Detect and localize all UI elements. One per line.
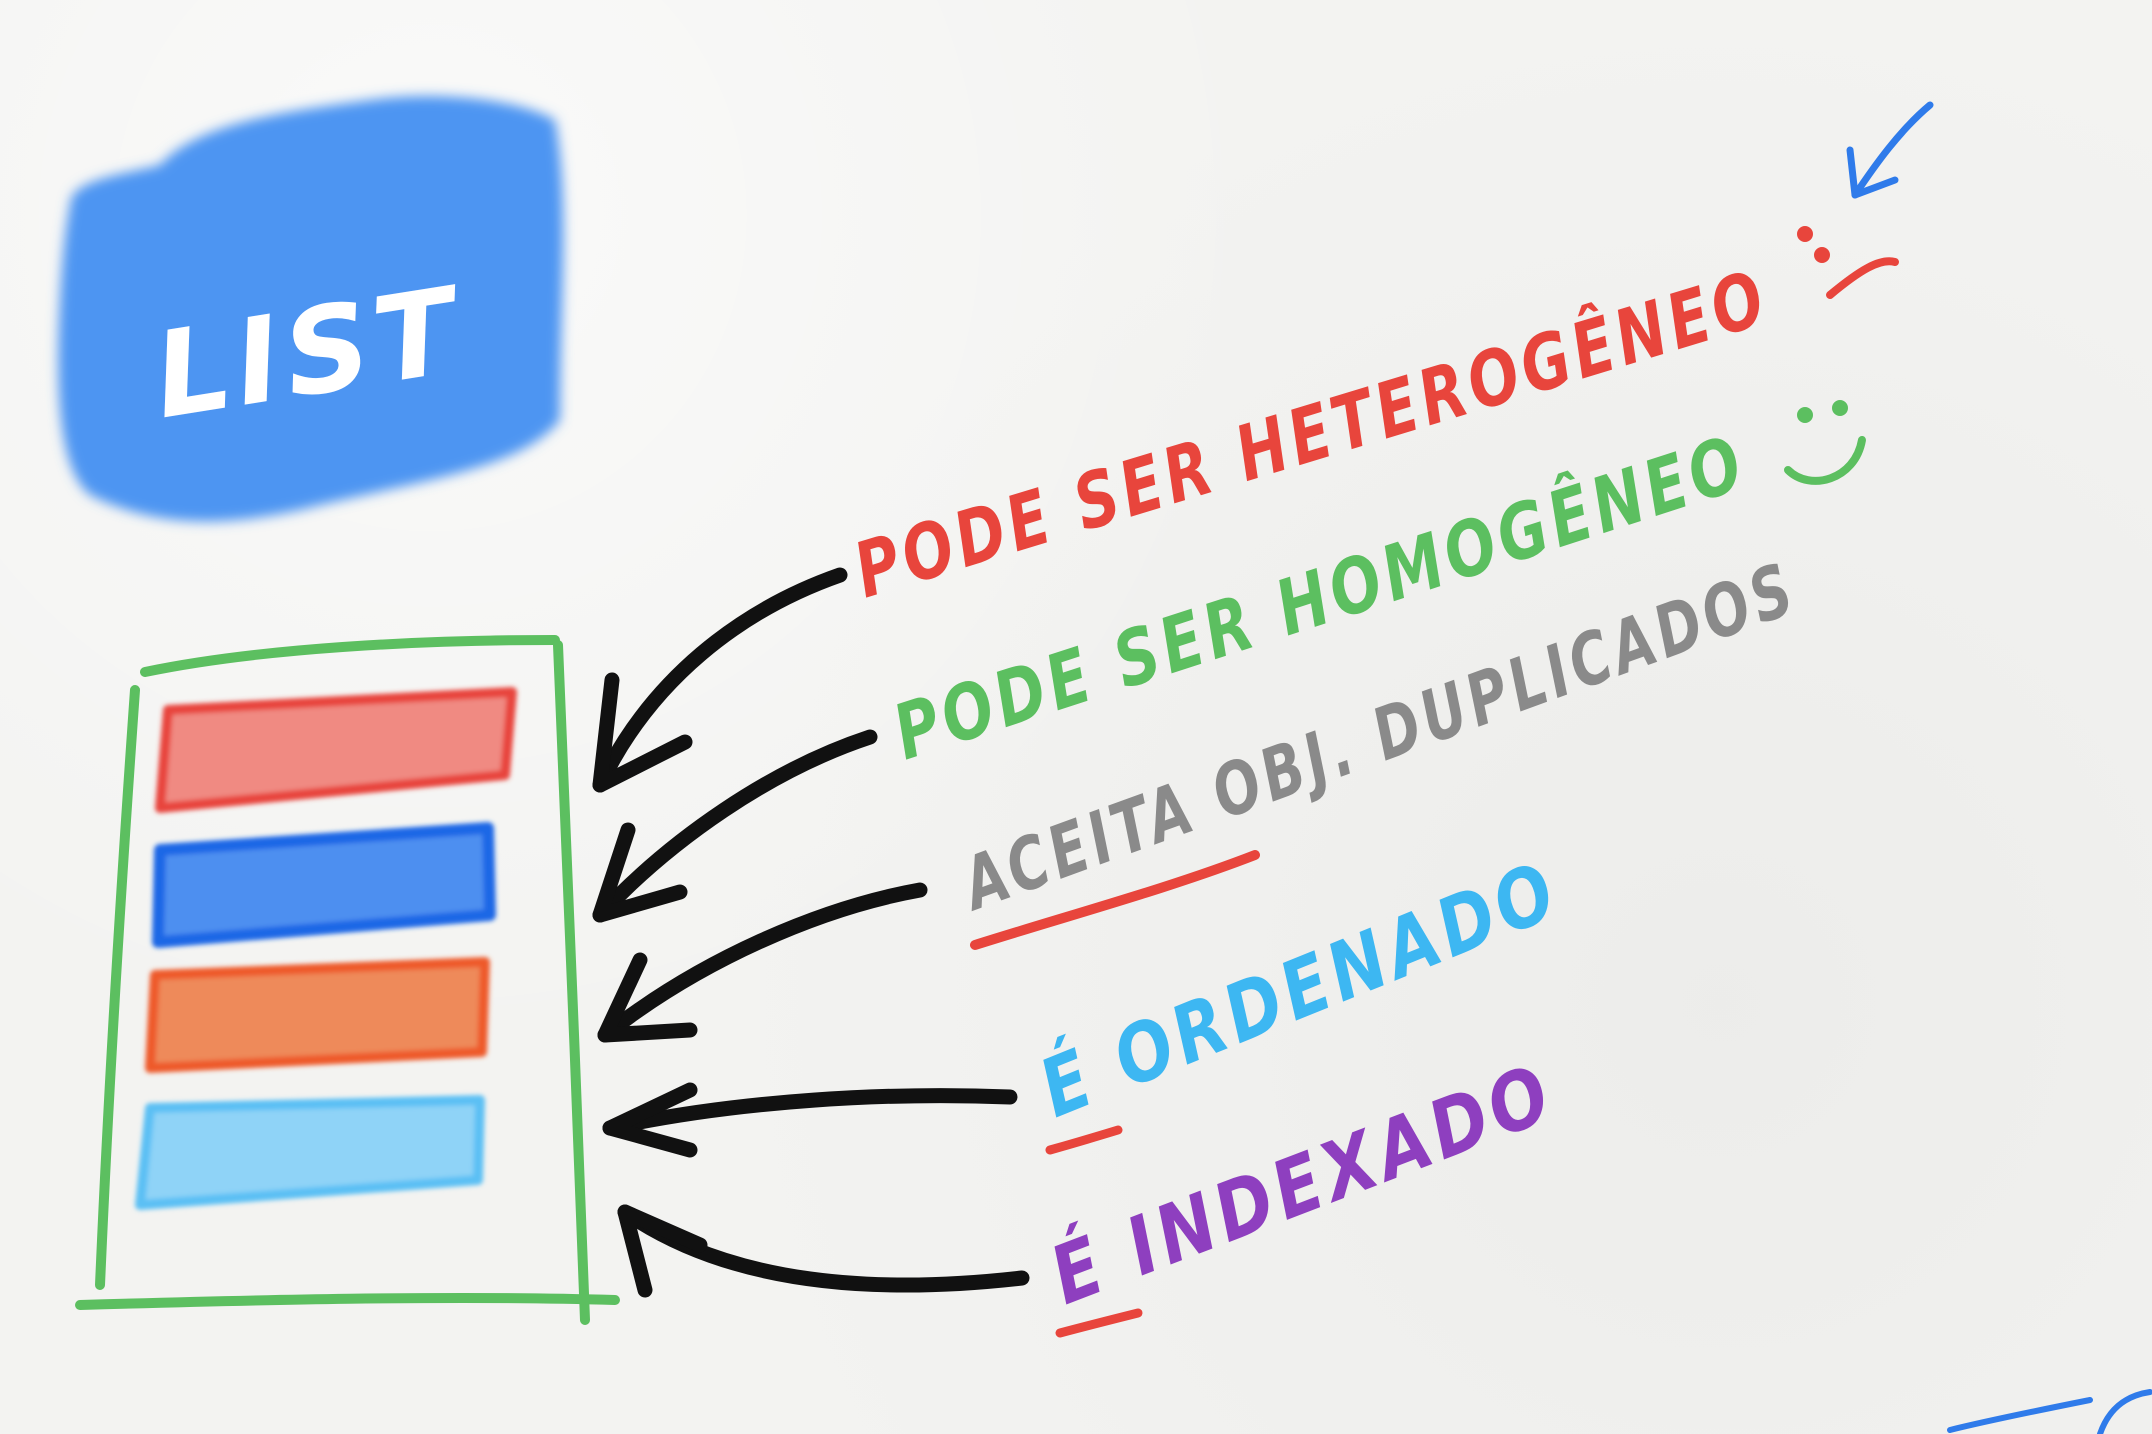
bar-red [155,687,517,813]
bar-light-blue [135,1095,485,1210]
underline-e-ordered [1045,1125,1123,1155]
cropped-scribble [1947,1389,2152,1434]
pointer-arrow-icon [1846,101,1934,199]
frame-right [553,640,590,1325]
underline-e-indexed [1055,1308,1143,1338]
arrow-4 [602,1082,1018,1158]
arrow-3 [597,882,928,1043]
frame-left [95,685,140,1290]
frame-bottom [75,1292,620,1310]
title-block: LIST [58,96,564,522]
list-bars [135,687,517,1210]
underline-aceita [970,850,1260,950]
arrow-5 [617,1204,1030,1298]
bar-orange [145,957,490,1073]
arrows [592,567,1030,1298]
title-block-fill [58,96,564,522]
list-frame [75,635,620,1325]
smile-face-icon [1784,400,1866,485]
frown-face-icon [1797,226,1899,299]
arrow-1 [592,567,848,793]
arrow-2 [592,729,878,923]
frame-top [140,635,560,677]
bar-blue [152,822,496,948]
